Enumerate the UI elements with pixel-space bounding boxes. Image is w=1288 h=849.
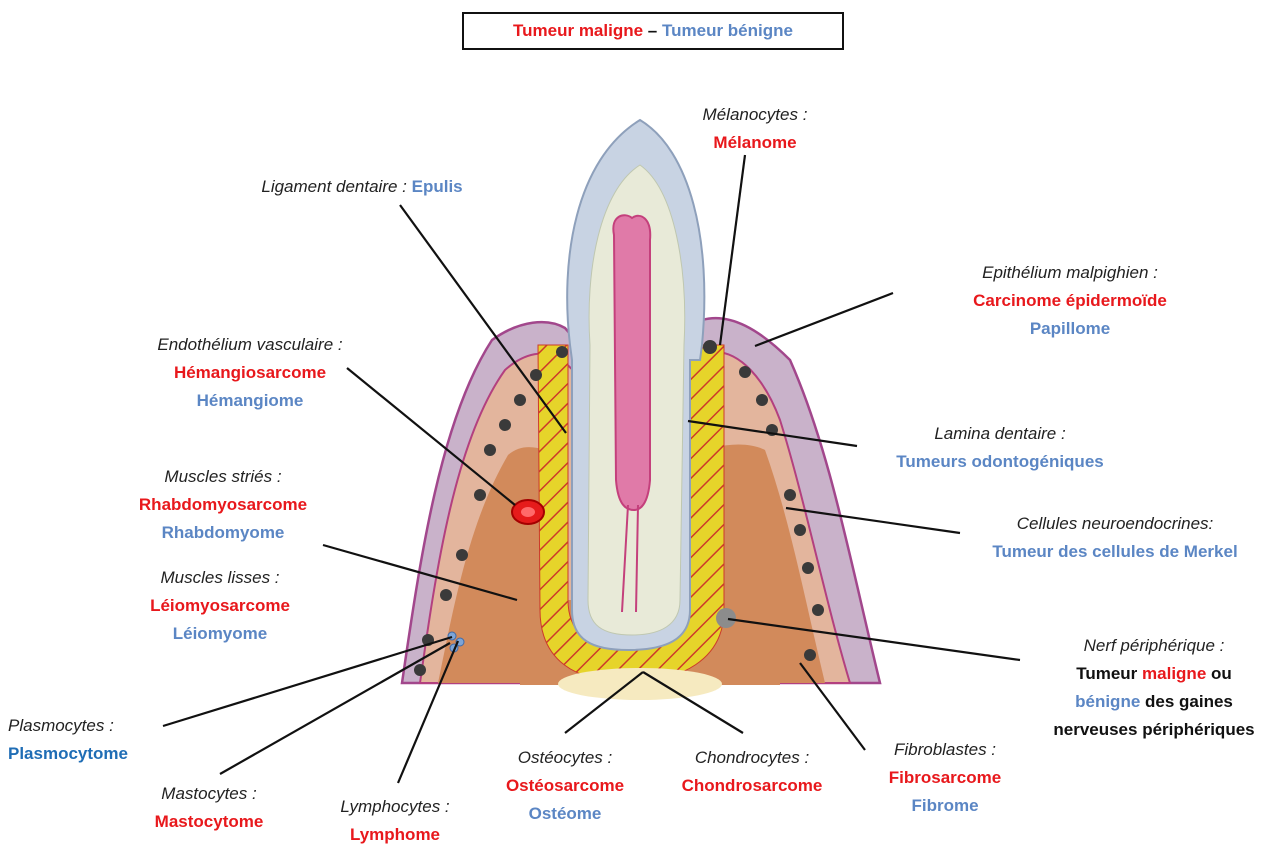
lymphocytes-malignant: Lymphome — [315, 821, 475, 849]
label-endothelium: Endothélium vasculaire : Hémangiosarcome… — [118, 331, 382, 415]
fibroblasts-malignant: Fibrosarcome — [865, 764, 1025, 792]
nerve-line3: nerveuses périphériques — [1025, 716, 1283, 744]
fibroblasts-benign: Fibrome — [865, 792, 1025, 820]
epithelium-malignant: Carcinome épidermoïde — [935, 287, 1205, 315]
label-melanocytes: Mélanocytes : Mélanome — [680, 101, 830, 157]
fibroblasts-category: Fibroblastes : — [865, 736, 1025, 764]
osteocytes-category: Ostéocytes : — [480, 744, 650, 772]
plasmocytes-benign: Plasmocytome — [8, 740, 178, 768]
plasmocytes-category: Plasmocytes : — [8, 712, 178, 740]
smooth-benign: Léiomyome — [120, 620, 320, 648]
nerve-circle — [716, 608, 736, 628]
melanocytes-category: Mélanocytes : — [680, 101, 830, 129]
chondrocytes-malignant: Chondrosarcome — [660, 772, 844, 800]
chondrocytes-category: Chondrocytes : — [660, 744, 844, 772]
label-osteocytes: Ostéocytes : Ostéosarcome Ostéome — [480, 744, 650, 828]
nerve-line2-benign: bénigne — [1075, 692, 1140, 711]
striated-benign: Rhabdomyome — [110, 519, 336, 547]
label-chondrocytes: Chondrocytes : Chondrosarcome — [660, 744, 844, 800]
legend-dash: – — [648, 21, 657, 40]
ligament-category: Ligament dentaire : — [261, 177, 411, 196]
label-mastocytes: Mastocytes : Mastocytome — [120, 780, 298, 836]
nerve-line1c: ou — [1206, 664, 1232, 683]
melanocytes-malignant: Mélanome — [680, 129, 830, 157]
label-lymphocytes: Lymphocytes : Lymphome — [315, 793, 475, 849]
neuroendocrine-category: Cellules neuroendocrines: — [950, 510, 1280, 538]
nerve-category: Nerf périphérique : — [1025, 632, 1283, 660]
mastocytes-malignant: Mastocytome — [120, 808, 298, 836]
lamina-category: Lamina dentaire : — [860, 420, 1140, 448]
label-striated-muscle: Muscles striés : Rhabdomyosarcome Rhabdo… — [110, 463, 336, 547]
mastocytes-category: Mastocytes : — [120, 780, 298, 808]
smooth-category: Muscles lisses : — [120, 564, 320, 592]
ligament-benign: Epulis — [412, 177, 463, 196]
legend-malignant: Tumeur maligne — [513, 21, 643, 40]
endothelium-category: Endothélium vasculaire : — [118, 331, 382, 359]
epithelium-benign: Papillome — [935, 315, 1205, 343]
striated-malignant: Rhabdomyosarcome — [110, 491, 336, 519]
label-plasmocytes: Plasmocytes : Plasmocytome — [8, 712, 178, 768]
legend: Tumeur maligne – Tumeur bénigne — [462, 12, 844, 50]
label-neuroendocrine: Cellules neuroendocrines: Tumeur des cel… — [950, 510, 1280, 566]
bone-marrow — [558, 668, 722, 700]
nerve-line2b: des gaines — [1140, 692, 1233, 711]
label-nerve: Nerf périphérique : Tumeur maligne ou bé… — [1025, 632, 1283, 744]
epithelium-category: Epithélium malpighien : — [935, 259, 1205, 287]
label-lamina: Lamina dentaire : Tumeurs odontogéniques — [860, 420, 1140, 476]
label-epithelium: Epithélium malpighien : Carcinome épider… — [935, 259, 1205, 343]
legend-benign: Tumeur bénigne — [662, 21, 793, 40]
lamina-benign: Tumeurs odontogéniques — [860, 448, 1140, 476]
striated-category: Muscles striés : — [110, 463, 336, 491]
osteocytes-malignant: Ostéosarcome — [480, 772, 650, 800]
lymphocytes-category: Lymphocytes : — [315, 793, 475, 821]
smooth-malignant: Léiomyosarcome — [120, 592, 320, 620]
endothelium-benign: Hémangiome — [118, 387, 382, 415]
osteocytes-benign: Ostéome — [480, 800, 650, 828]
pulp — [613, 215, 650, 510]
neuroendocrine-benign: Tumeur des cellules de Merkel — [950, 538, 1280, 566]
label-ligament: Ligament dentaire : Epulis — [222, 173, 502, 201]
label-smooth-muscle: Muscles lisses : Léiomyosarcome Léiomyom… — [120, 564, 320, 648]
label-fibroblasts: Fibroblastes : Fibrosarcome Fibrome — [865, 736, 1025, 820]
nerve-line1a: Tumeur — [1076, 664, 1142, 683]
endothelium-malignant: Hémangiosarcome — [118, 359, 382, 387]
nerve-line1-malignant: maligne — [1142, 664, 1206, 683]
